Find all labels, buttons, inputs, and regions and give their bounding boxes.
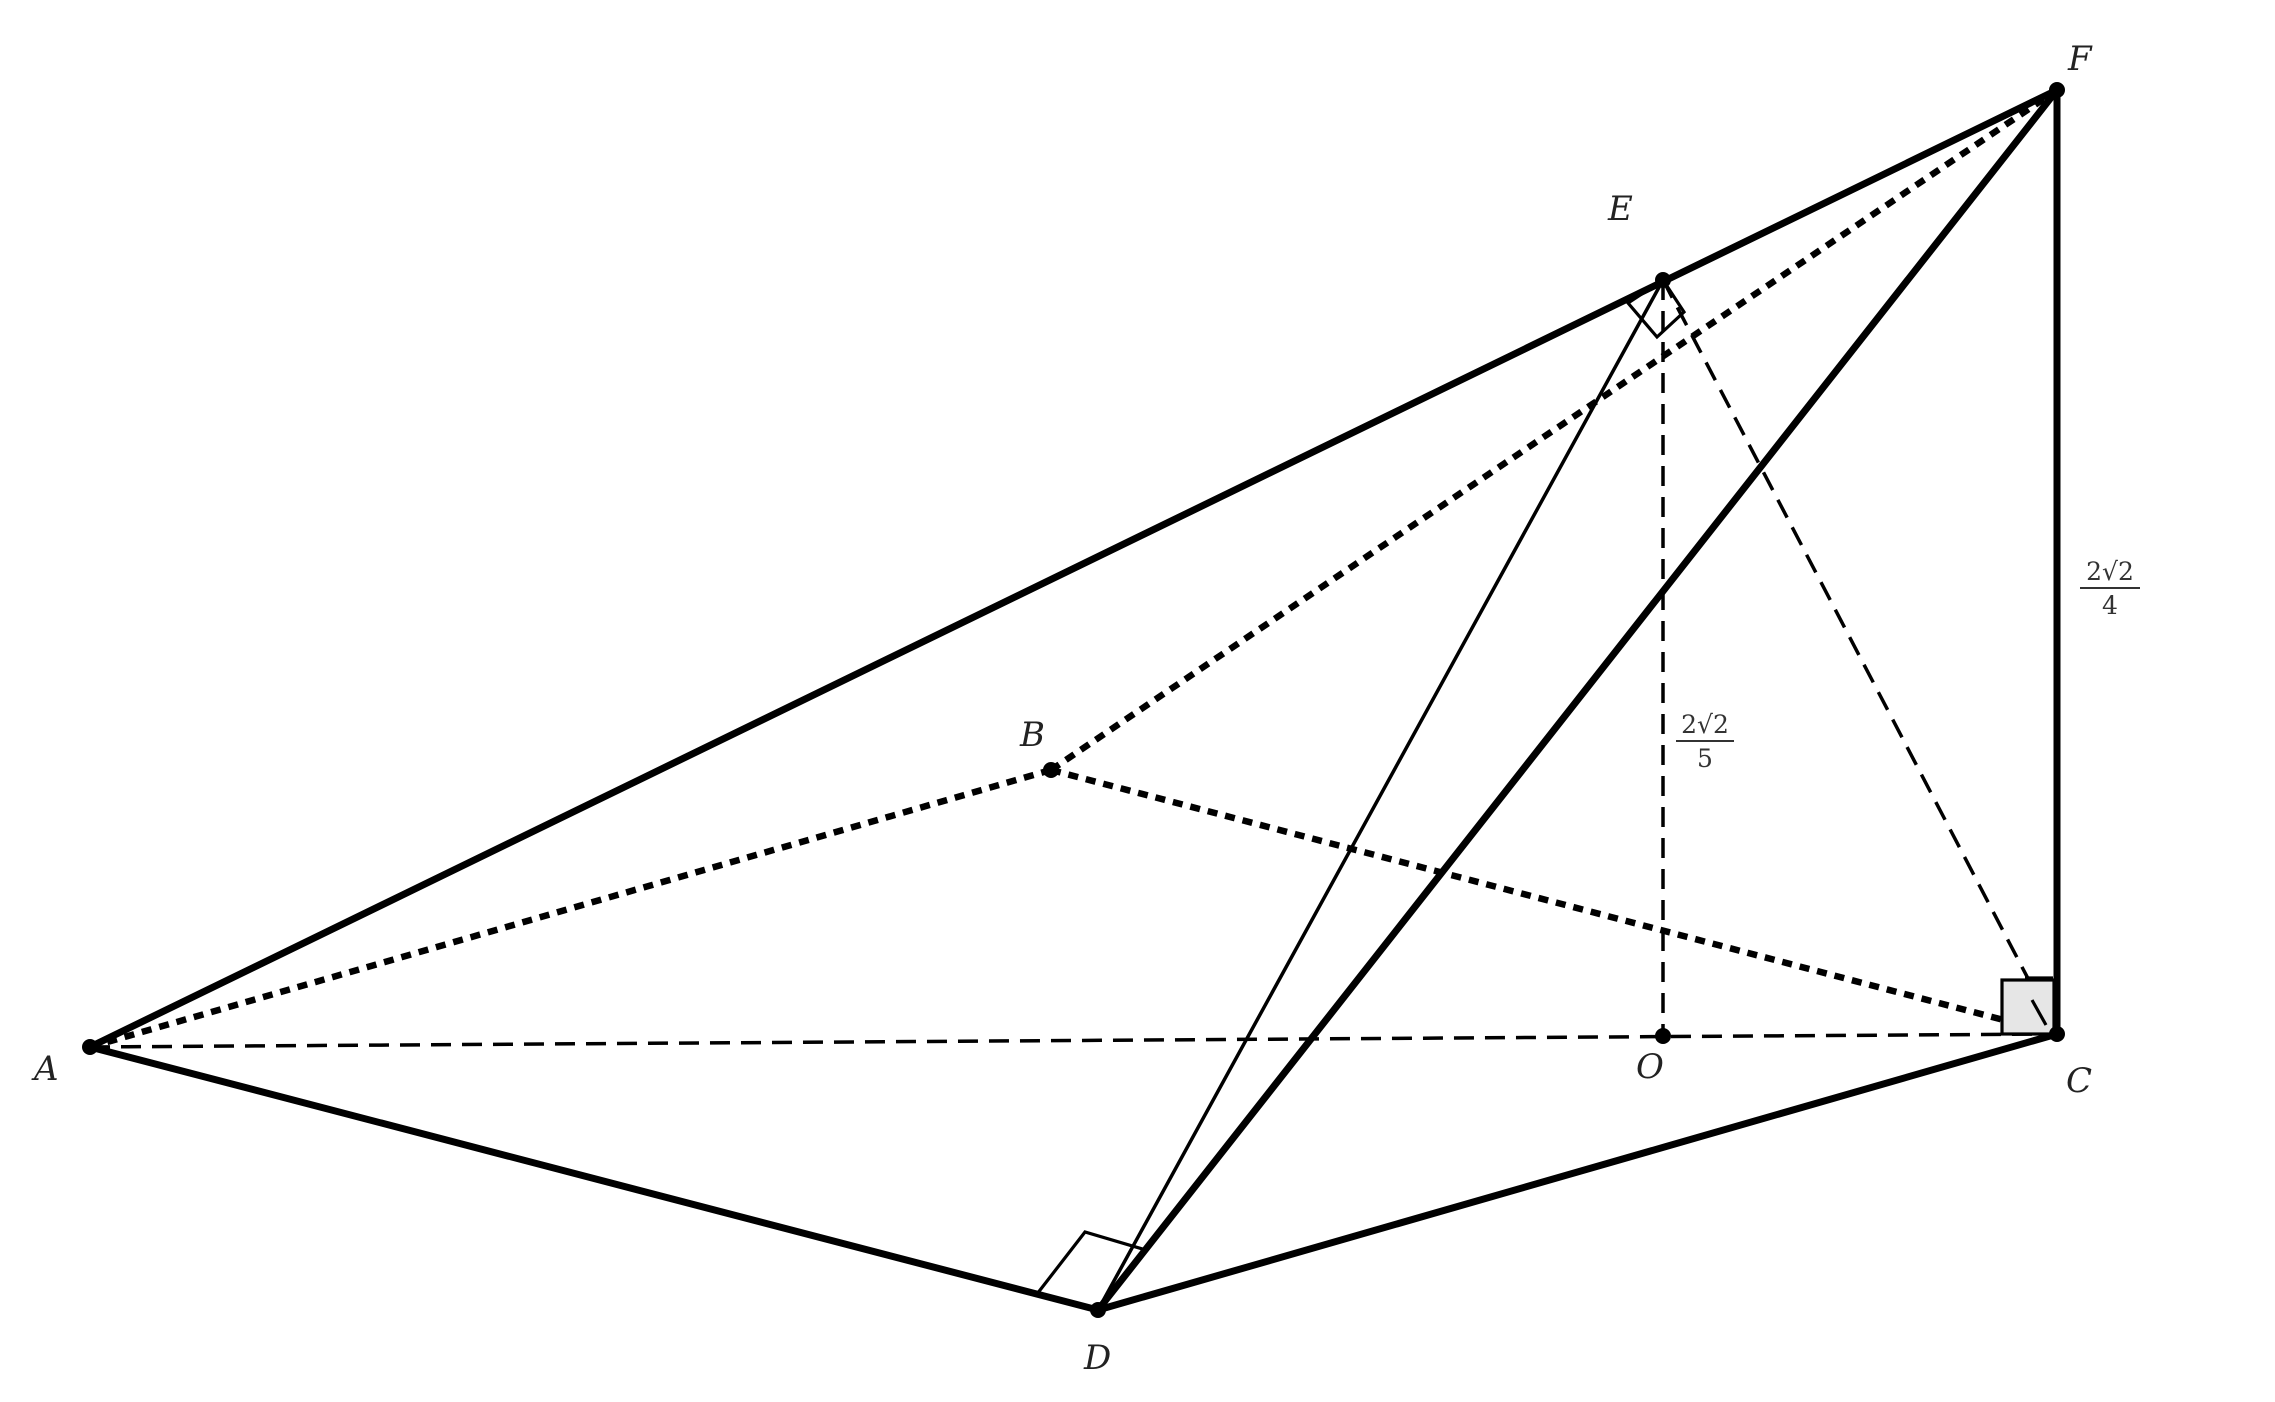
point-D <box>1090 1302 1106 1318</box>
measure-EO-denominator: 5 <box>1697 744 1713 773</box>
right-angle-marker-E <box>1625 277 1687 340</box>
right-angle-marker-D <box>1035 1230 1147 1295</box>
point-C <box>2049 1026 2065 1042</box>
measure-FC-denominator: 4 <box>2102 591 2118 620</box>
point-F <box>2049 82 2065 98</box>
label-A: A <box>31 1049 59 1089</box>
point-A <box>82 1039 98 1055</box>
segment-A-D <box>86 1043 1102 1314</box>
measure-EO: 2√2 5 <box>1676 710 1734 773</box>
measure-FC-numerator: 2√2 <box>2086 557 2134 586</box>
segment-A-B <box>89 766 1052 1051</box>
label-F: F <box>2067 39 2093 79</box>
label-B: B <box>1019 715 1045 755</box>
label-E: E <box>1607 189 1633 229</box>
label-O: O <box>1636 1047 1664 1087</box>
measure-FC: 2√2 4 <box>2080 557 2140 620</box>
point-E <box>1655 272 1671 288</box>
segment-E-C <box>1661 279 2059 1035</box>
segment-A-F <box>86 86 2061 1051</box>
point-B <box>1043 762 1059 778</box>
point-O <box>1655 1028 1671 1044</box>
measure-EO-numerator: 2√2 <box>1681 710 1729 739</box>
segment-D-E <box>1096 278 1665 1312</box>
label-C: C <box>2066 1061 2092 1101</box>
segment-D-F <box>1094 86 2061 1314</box>
right-angle-marker-C-tick <box>2030 999 2048 1026</box>
label-D: D <box>1083 1338 1111 1378</box>
segment-D-C <box>1094 1030 2061 1314</box>
segment-A-C <box>89 1032 2058 1049</box>
segment-B-F <box>1049 87 2059 773</box>
segment-B-C <box>1050 766 2058 1038</box>
right-angle-marker-C <box>2000 978 2056 1036</box>
